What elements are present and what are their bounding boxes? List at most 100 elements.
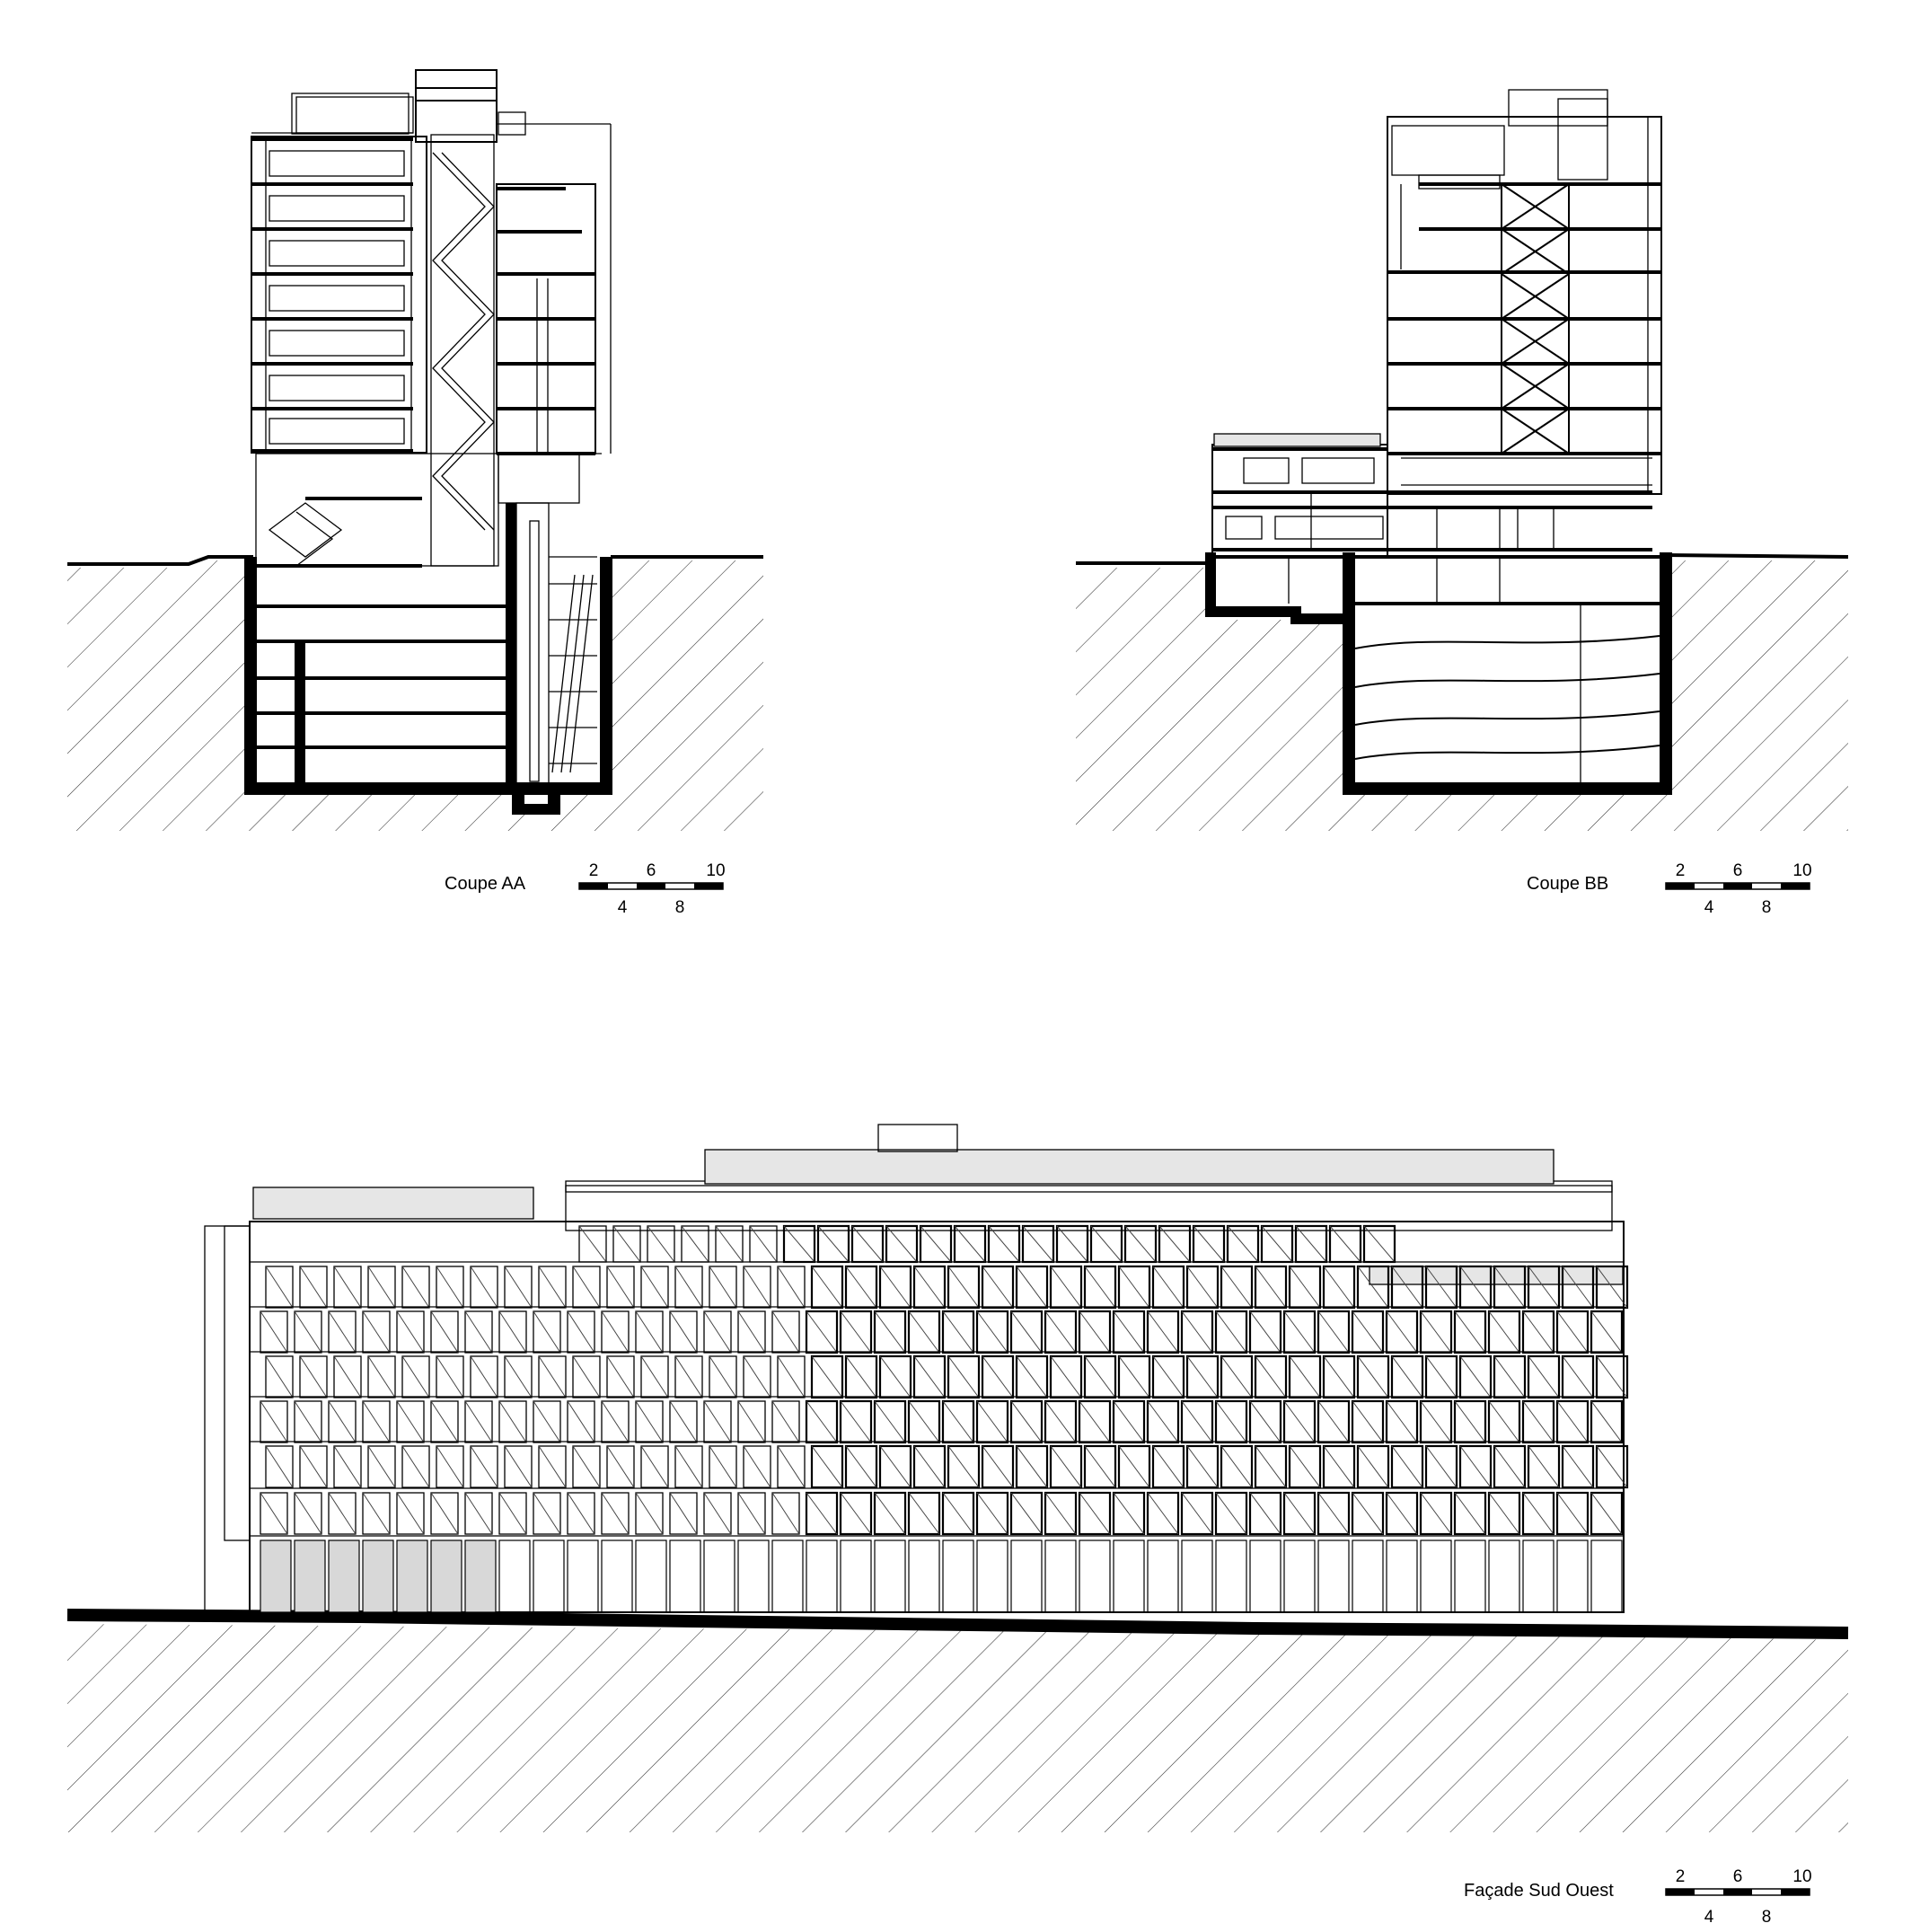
facade-panel-diagonal (333, 1266, 362, 1309)
facade-panel-diagonal (1010, 1492, 1043, 1535)
facade-panel-diagonal (1283, 1492, 1316, 1535)
facade-panel-diagonal (1181, 1400, 1213, 1443)
facade-panel (674, 1445, 703, 1488)
facade-panel (1527, 1354, 1561, 1399)
facade-panel-diagonal (1079, 1400, 1111, 1443)
facade-panel-diagonal (1215, 1492, 1247, 1535)
facade-panel (504, 1445, 533, 1488)
scale-bar-bb: Coupe BB 2 6 10 4 8 (1527, 861, 1812, 917)
facade-panel (1117, 1354, 1151, 1399)
facade-panel-diagonal (920, 1225, 952, 1263)
facade-panel (844, 1444, 878, 1489)
facade-panel (1561, 1265, 1595, 1310)
facade-panel-diagonal (1556, 1310, 1589, 1354)
facade-panel (1555, 1399, 1590, 1444)
facade-panel-diagonal (1590, 1400, 1623, 1443)
facade-panel (981, 1354, 1015, 1399)
facade-panel (669, 1310, 698, 1354)
facade-panel-diagonal (464, 1400, 493, 1443)
facade-panel-diagonal (1283, 1400, 1316, 1443)
facade-panel-diagonal (777, 1355, 806, 1398)
facade-panel (1595, 1444, 1629, 1489)
scale-facade-label-6: 6 (1733, 1867, 1743, 1886)
facade-panel (1049, 1265, 1083, 1310)
facade-panel-diagonal (874, 1400, 906, 1443)
facade-panel (538, 1445, 567, 1488)
facade-panel (470, 1445, 498, 1488)
facade-panel-diagonal (567, 1492, 595, 1535)
ground-floor-bay (1420, 1539, 1452, 1613)
facade-panel-diagonal (436, 1266, 464, 1309)
facade-panel (640, 1266, 669, 1309)
facade-panel (299, 1355, 328, 1398)
ground-floor-bay (1556, 1539, 1589, 1613)
scale-bb-label-6: 6 (1733, 861, 1743, 880)
facade-panel-diagonal (572, 1266, 601, 1309)
facade-panel-diagonal (942, 1400, 974, 1443)
facade-panel-diagonal (908, 1492, 940, 1535)
facade-panel-diagonal (572, 1355, 601, 1398)
facade-panel-diagonal (1459, 1445, 1492, 1488)
facade-panel-diagonal (1220, 1355, 1253, 1398)
facade-title: Façade Sud Ouest (1464, 1881, 1614, 1901)
facade-panel (947, 1354, 981, 1399)
facade-panel (1044, 1491, 1078, 1536)
facade-panel (1214, 1491, 1248, 1536)
facade-panel-diagonal (538, 1355, 567, 1398)
facade-panel-diagonal (430, 1400, 459, 1443)
facade-panel-diagonal (1391, 1266, 1423, 1309)
facade-panel-diagonal (913, 1355, 946, 1398)
facade-panel-diagonal (606, 1445, 635, 1488)
facade-panel (1083, 1444, 1117, 1489)
facade-panel-diagonal (567, 1400, 595, 1443)
section-aa-title: Coupe AA (445, 874, 526, 894)
facade-panel (533, 1492, 561, 1535)
facade-panel (538, 1266, 567, 1309)
facade-panel (1385, 1310, 1419, 1354)
facade-panel-diagonal (396, 1310, 425, 1354)
facade-panel-diagonal (635, 1492, 664, 1535)
facade-panel (601, 1400, 630, 1443)
facade-panel (1317, 1310, 1351, 1354)
facade-panel-diagonal (1522, 1492, 1554, 1535)
facade-panel-diagonal (538, 1266, 567, 1309)
facade-panel-diagonal (1488, 1310, 1520, 1354)
scale-aa-label-4: 4 (618, 898, 628, 917)
facade-panel (1356, 1354, 1390, 1399)
facade-panel-diagonal (1186, 1445, 1219, 1488)
facade-panel (1453, 1310, 1487, 1354)
facade-panel-diagonal (294, 1310, 322, 1354)
facade-panel-diagonal (1357, 1355, 1389, 1398)
facade-panel-diagonal (328, 1400, 357, 1443)
facade-panel-diagonal (669, 1400, 698, 1443)
facade-panel (533, 1310, 561, 1354)
facade-panel-diagonal (1255, 1355, 1287, 1398)
facade-panel-diagonal (1317, 1310, 1350, 1354)
facade-panel (1458, 1265, 1493, 1310)
facade-panel (567, 1400, 595, 1443)
facade-panel (294, 1492, 322, 1535)
facade-panel (504, 1266, 533, 1309)
ground-floor-bay (737, 1539, 770, 1613)
facade-panel (907, 1399, 941, 1444)
ground-line-aa (67, 555, 763, 566)
facade-panel (1214, 1310, 1248, 1354)
facade-panel (1078, 1491, 1112, 1536)
facade-panel (1458, 1354, 1493, 1399)
facade-panel-diagonal (1118, 1266, 1150, 1309)
facade-panel (1015, 1265, 1049, 1310)
ground-floor-bay (1010, 1539, 1043, 1613)
facade-panel (1487, 1491, 1521, 1536)
facade-panel (1180, 1310, 1214, 1354)
facade-panel (1419, 1310, 1453, 1354)
facade-panel-diagonal (640, 1266, 669, 1309)
facade-panel-diagonal (840, 1310, 872, 1354)
facade-panel (1419, 1491, 1453, 1536)
facade-panel (941, 1310, 975, 1354)
facade-panel-diagonal (601, 1400, 630, 1443)
ground-floor-bay (874, 1539, 906, 1613)
facade-panel-diagonal (737, 1400, 766, 1443)
facade-panel (878, 1444, 912, 1489)
facade-panel-diagonal (1215, 1310, 1247, 1354)
